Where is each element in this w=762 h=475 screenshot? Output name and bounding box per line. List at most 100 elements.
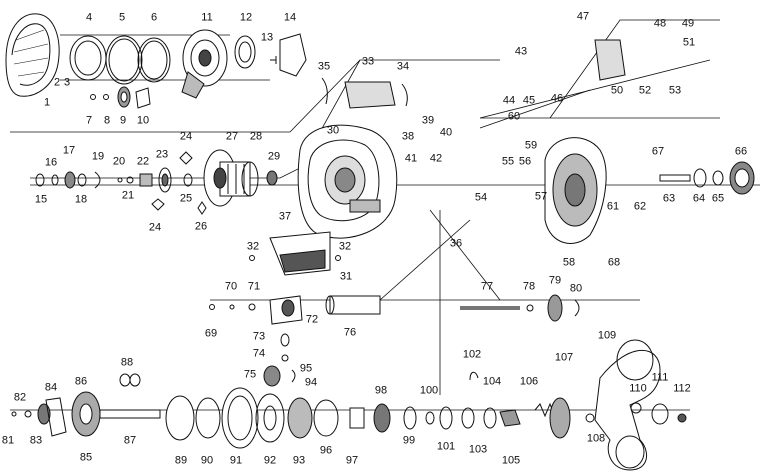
part-callout: 52 xyxy=(638,84,652,97)
part-callout: 63 xyxy=(662,192,676,205)
part-callout: 33 xyxy=(361,55,375,68)
part-callout: 49 xyxy=(681,17,695,30)
part-callout: 88 xyxy=(120,356,134,369)
part-callout: 42 xyxy=(429,152,443,165)
part-callout: 103 xyxy=(468,443,488,456)
part-callout: 75 xyxy=(243,368,257,381)
part-callout: 36 xyxy=(449,237,463,250)
part-callout: 108 xyxy=(586,432,606,445)
part-callout: 23 xyxy=(155,148,169,161)
part-callout: 37 xyxy=(278,210,292,223)
part-callout: 100 xyxy=(419,384,439,397)
part-callout: 106 xyxy=(519,375,539,388)
part-callout: 61 xyxy=(606,200,620,213)
part-callout: 4 xyxy=(85,11,93,24)
part-callout: 6 xyxy=(150,11,158,24)
part-callout: 81 xyxy=(1,434,15,447)
part-callout: 15 xyxy=(34,193,48,206)
part-callout: 73 xyxy=(252,330,266,343)
part-callout: 69 xyxy=(204,327,218,340)
part-callout: 112 xyxy=(673,382,691,395)
part-callout: 32 xyxy=(246,240,260,253)
part-callout: 78 xyxy=(522,280,536,293)
part-callout: 89 xyxy=(174,454,188,467)
part-callout: 50 xyxy=(610,84,624,97)
part-callout: 94 xyxy=(304,376,318,389)
part-callout: 21 xyxy=(121,189,135,202)
part-callout: 38 xyxy=(401,130,415,143)
part-callout: 53 xyxy=(668,84,682,97)
part-callout: 11 xyxy=(201,11,213,24)
part-callout: 59 xyxy=(524,139,538,152)
part-callout: 104 xyxy=(482,375,502,388)
part-callout: 3 xyxy=(63,76,71,89)
part-callout: 84 xyxy=(44,381,58,394)
part-callout: 64 xyxy=(692,192,706,205)
part-callout: 56 xyxy=(518,155,532,168)
part-callout: 76 xyxy=(343,326,357,339)
part-callout: 70 xyxy=(224,280,238,293)
part-callout: 12 xyxy=(239,11,253,24)
part-callout: 10 xyxy=(136,114,150,127)
part-callout: 82 xyxy=(13,391,27,404)
part-callout: 93 xyxy=(292,454,306,467)
part-callout: 9 xyxy=(119,114,127,127)
part-callout: 57 xyxy=(534,190,548,203)
part-callout: 25 xyxy=(179,192,193,205)
right-side-plate xyxy=(544,39,626,244)
part-callout: 5 xyxy=(118,11,126,24)
part-callout: 86 xyxy=(74,375,88,388)
part-callout: 102 xyxy=(462,348,482,361)
gear-row xyxy=(11,339,687,471)
part-callout: 31 xyxy=(339,270,353,283)
part-callout: 32 xyxy=(338,240,352,253)
part-callout: 17 xyxy=(62,144,76,157)
star-drag xyxy=(659,161,755,195)
part-callout: 46 xyxy=(550,92,564,105)
part-callout: 54 xyxy=(474,191,488,204)
part-callout: 28 xyxy=(249,130,263,143)
part-callout: 40 xyxy=(439,126,453,139)
part-callout: 27 xyxy=(225,130,239,143)
part-callout: 65 xyxy=(711,192,725,205)
part-callout: 79 xyxy=(548,274,562,287)
part-callout: 87 xyxy=(123,434,137,447)
part-callout: 45 xyxy=(522,94,536,107)
part-callout: 39 xyxy=(421,114,435,127)
part-callout: 62 xyxy=(633,200,647,213)
part-callout: 66 xyxy=(734,145,748,158)
part-callout: 13 xyxy=(260,31,274,44)
part-callout: 8 xyxy=(103,114,111,127)
part-callout: 14 xyxy=(283,11,297,24)
pinion-row xyxy=(209,294,580,387)
part-callout: 22 xyxy=(136,155,150,168)
part-callout: 107 xyxy=(554,351,574,364)
part-callout: 51 xyxy=(682,36,696,49)
part-callout: 109 xyxy=(597,329,617,342)
part-callout: 48 xyxy=(653,17,667,30)
part-callout: 44 xyxy=(502,94,516,107)
side-cover xyxy=(5,13,60,97)
part-callout: 29 xyxy=(267,150,281,163)
part-callout: 68 xyxy=(607,256,621,269)
part-callout: 99 xyxy=(402,434,416,447)
part-callout: 24 xyxy=(179,130,193,143)
part-callout: 80 xyxy=(569,282,583,295)
part-callout: 43 xyxy=(514,45,528,58)
part-callout: 111 xyxy=(651,371,669,384)
part-callout: 97 xyxy=(345,454,359,467)
part-callout: 90 xyxy=(200,454,214,467)
part-callout: 83 xyxy=(29,434,43,447)
part-callout: 47 xyxy=(576,10,590,23)
part-callout: 7 xyxy=(85,114,93,127)
part-callout: 71 xyxy=(247,280,261,293)
o-rings-upper xyxy=(69,35,171,85)
part-callout: 60 xyxy=(507,110,521,123)
part-callout: 19 xyxy=(91,150,105,163)
part-callout: 18 xyxy=(74,193,88,206)
brake-housing xyxy=(181,29,307,99)
part-callout: 95 xyxy=(299,362,313,375)
part-callout: 16 xyxy=(44,156,58,169)
part-callout: 34 xyxy=(396,60,410,73)
